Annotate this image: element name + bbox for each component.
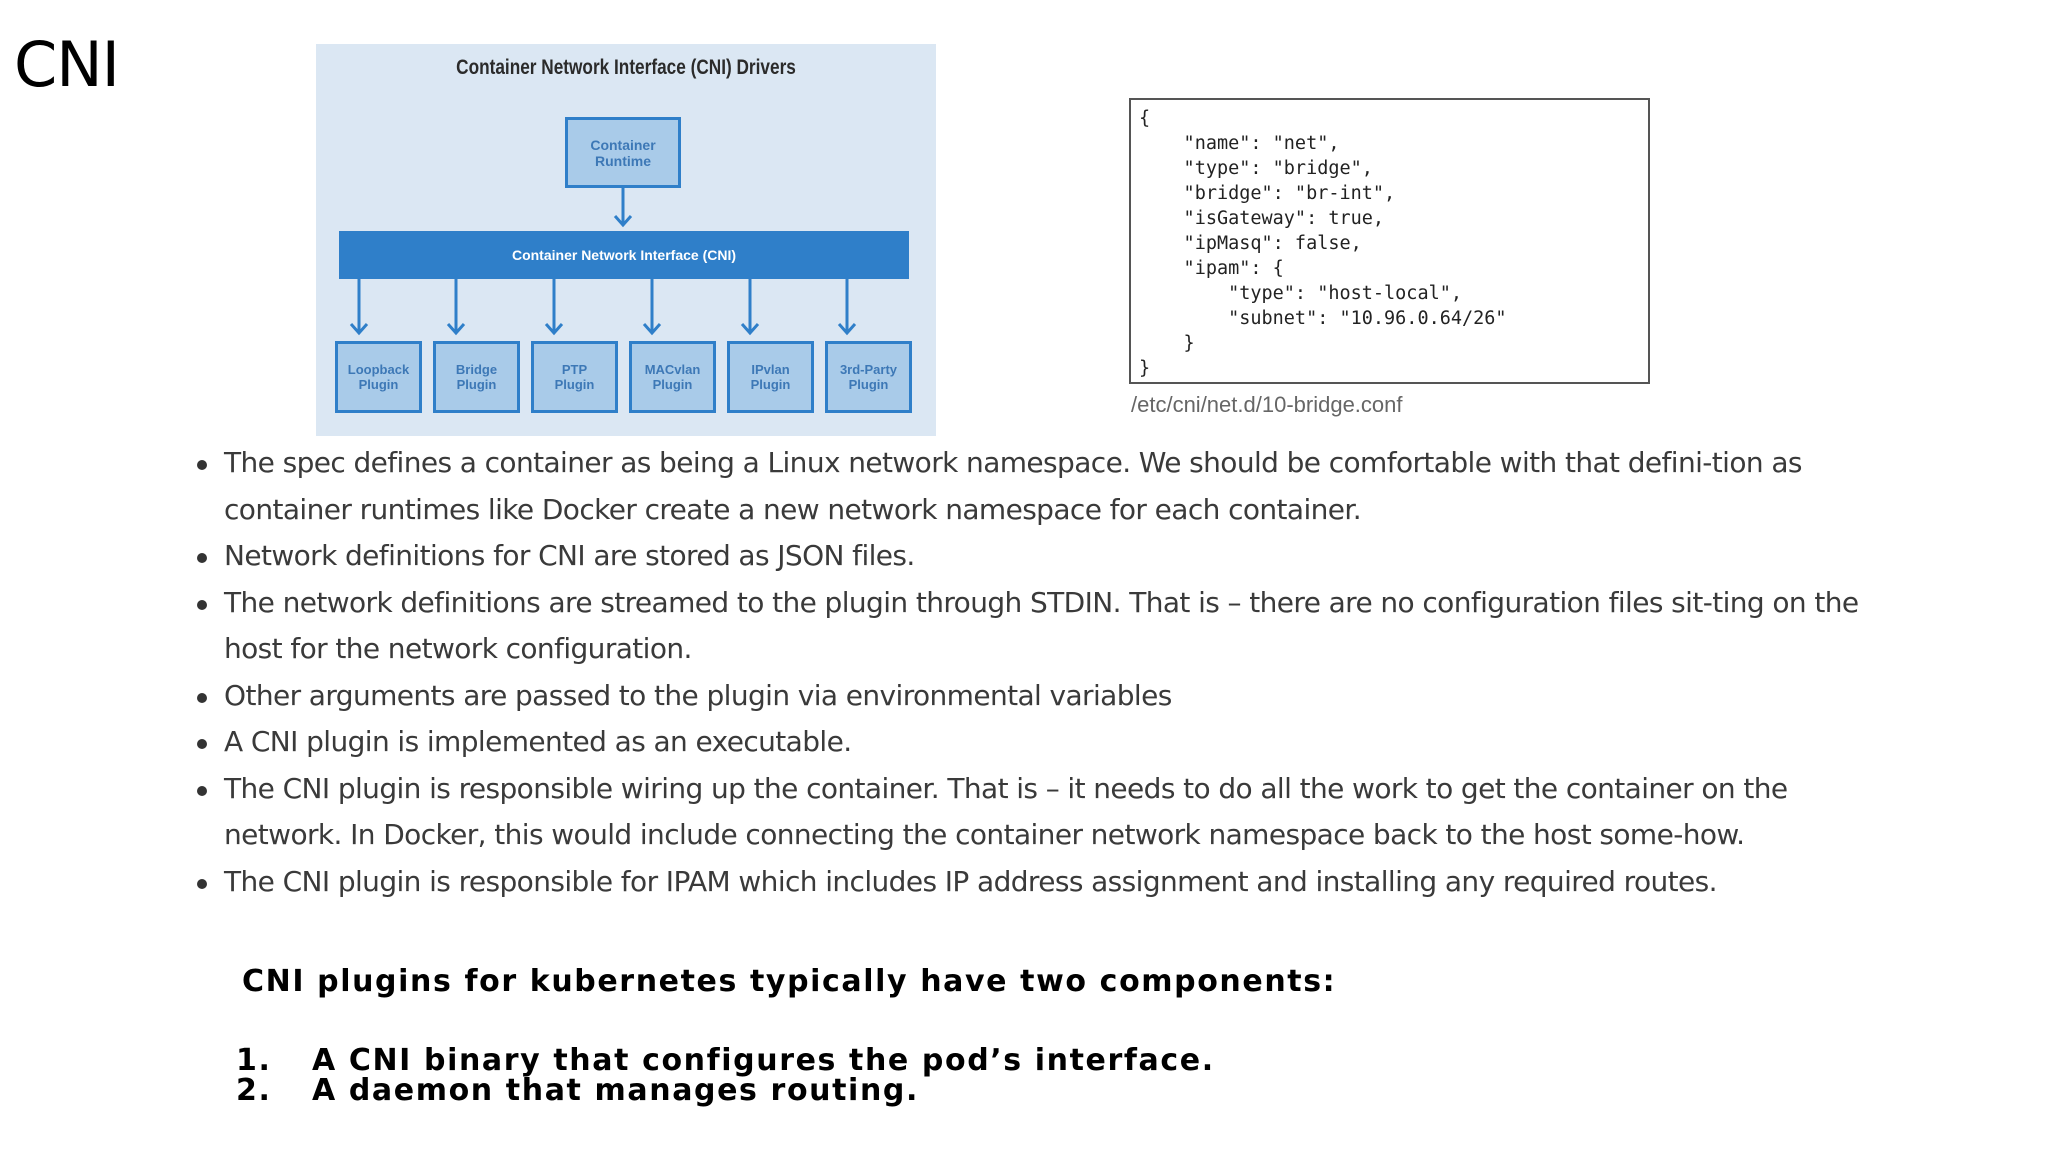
container-runtime-box: Container Runtime	[565, 117, 681, 188]
components-heading: CNI plugins for kubernetes typically hav…	[242, 964, 1337, 999]
bullet-item: The network definitions are streamed to …	[190, 580, 1870, 673]
bullet-item: The CNI plugin is responsible for IPAM w…	[190, 859, 1870, 906]
cni-drivers-diagram: Container Network Interface (CNI) Driver…	[316, 44, 936, 436]
slide-title: CNI	[14, 28, 120, 101]
bullet-item: Network definitions for CNI are stored a…	[190, 533, 1870, 580]
bullet-item: A CNI plugin is implemented as an execut…	[190, 719, 1870, 766]
list-item-number: 2.	[236, 1073, 272, 1108]
plugin-box-bridge: Bridge Plugin	[433, 341, 520, 413]
config-code-box: { "name": "net", "type": "bridge", "brid…	[1129, 98, 1650, 384]
list-item-text: A daemon that manages routing.	[312, 1073, 919, 1108]
container-runtime-label: Container Runtime	[590, 136, 656, 169]
plugin-box-loopback: Loopback Plugin	[335, 341, 422, 413]
plugin-box-3rd-party: 3rd-Party Plugin	[825, 341, 912, 413]
bullet-item: The CNI plugin is responsible wiring up …	[190, 766, 1870, 859]
list-item: 1. A CNI binary that configures the pod’…	[236, 1046, 1215, 1076]
plugin-box-ipvlan: IPvlan Plugin	[727, 341, 814, 413]
config-code: { "name": "net", "type": "bridge", "brid…	[1139, 108, 1507, 379]
diagram-arrows	[349, 188, 857, 336]
cni-bar: Container Network Interface (CNI)	[339, 231, 909, 279]
components-list: 1. A CNI binary that configures the pod’…	[236, 1046, 1215, 1106]
plugin-box-ptp: PTP Plugin	[531, 341, 618, 413]
plugin-box-macvlan: MACvlan Plugin	[629, 341, 716, 413]
diagram-title: Container Network Interface (CNI) Driver…	[456, 56, 796, 79]
bullet-item: Other arguments are passed to the plugin…	[190, 673, 1870, 720]
cni-bar-label: Container Network Interface (CNI)	[511, 247, 737, 263]
list-item: 2. A daemon that manages routing.	[236, 1076, 1215, 1106]
list-item-number: 1.	[236, 1043, 272, 1078]
bullet-item: The spec defines a container as being a …	[190, 440, 1870, 533]
list-item-text: A CNI binary that configures the pod’s i…	[312, 1043, 1215, 1078]
config-caption: /etc/cni/net.d/10-bridge.conf	[1131, 392, 1403, 417]
bullet-list: The spec defines a container as being a …	[190, 440, 1870, 905]
